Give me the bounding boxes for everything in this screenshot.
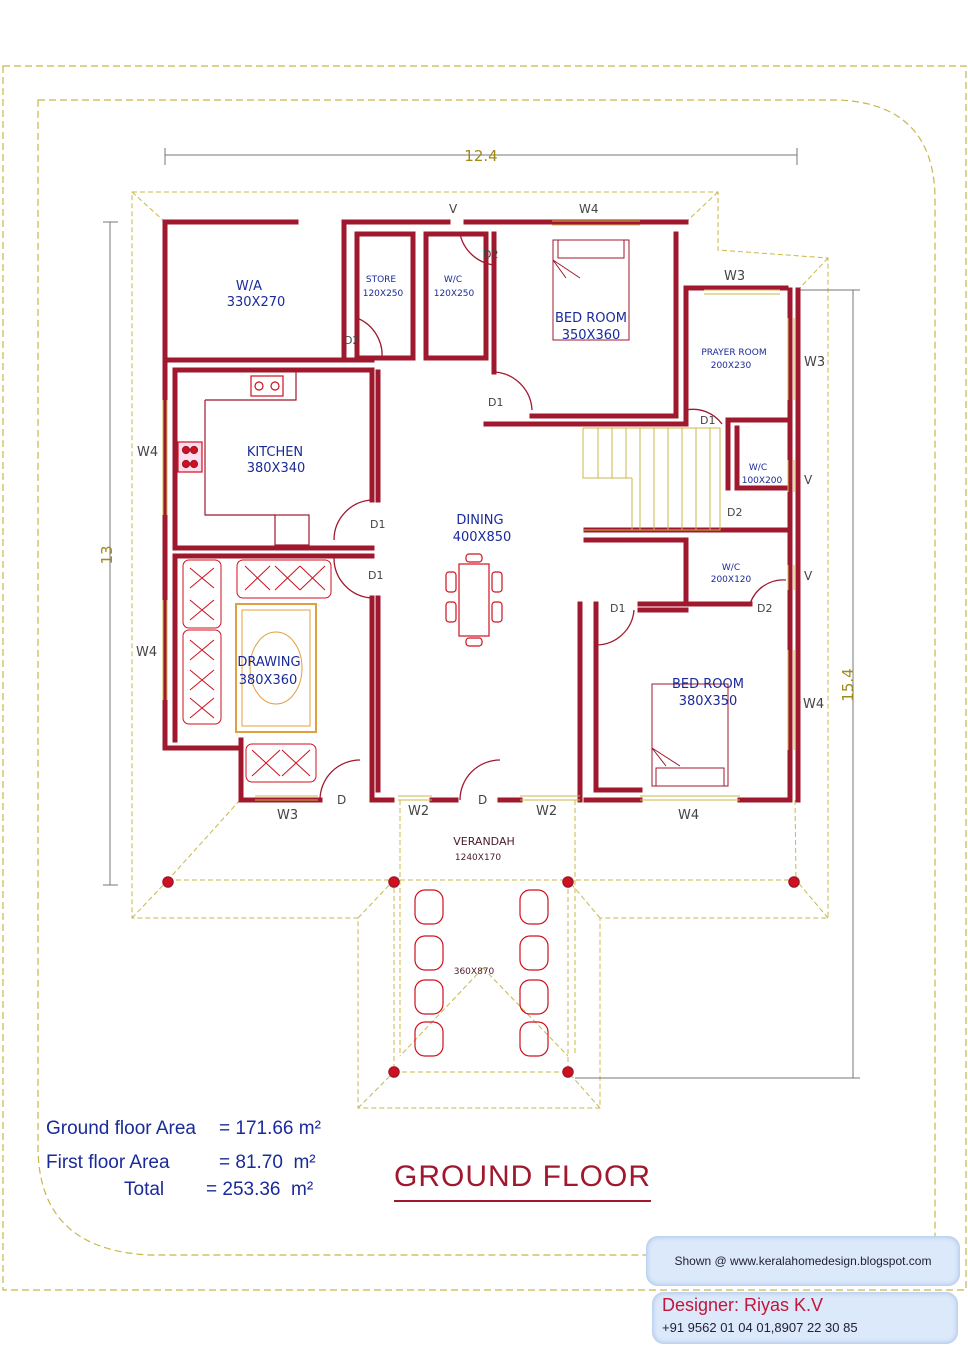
walls <box>162 219 801 803</box>
first-floor-area-value: = 81.70 m² <box>219 1152 316 1173</box>
room-name: W/A <box>236 279 262 294</box>
room-name: DINING <box>456 513 503 528</box>
ground-floor-area-value: = 171.66 m² <box>219 1118 321 1139</box>
opening-tag: D1 <box>700 414 715 427</box>
opening-tag: D2 <box>344 334 359 347</box>
total-area-value: = 253.36 m² <box>206 1179 314 1200</box>
opening-tag: D <box>478 793 487 807</box>
room-size: 100X200 <box>742 476 783 486</box>
room-size: 350X360 <box>562 328 621 343</box>
plan-title: GROUND FLOOR <box>394 1160 652 1202</box>
room-size: 380X350 <box>679 694 738 709</box>
room-name: W/C <box>722 563 740 573</box>
opening-tags: V W4 D2 D2 D1 D1 D1 D1 D1 D2 D2 W3 W3 V … <box>136 202 825 823</box>
room-size: 120X250 <box>434 289 475 299</box>
porch-seating <box>414 889 549 1057</box>
dimension-right: 15.4 <box>839 668 857 701</box>
room-name: VERANDAH <box>453 835 515 848</box>
room-size: 120X250 <box>363 289 404 299</box>
dimension-top: 12.4 <box>464 147 497 165</box>
room-name: STORE <box>366 275 397 285</box>
opening-tag: W2 <box>536 804 557 819</box>
room-size: 360X870 <box>454 967 495 977</box>
dimension-left: 13 <box>98 545 116 564</box>
opening-tag: W3 <box>804 355 825 370</box>
designer-credit: Designer: Riyas K.V +91 9562 01 04 01,89… <box>652 1292 958 1344</box>
room-name: W/C <box>444 275 462 285</box>
opening-tag: D1 <box>368 569 383 582</box>
roof-outline <box>131 191 829 1109</box>
opening-tag: W4 <box>678 808 699 823</box>
windows <box>162 220 795 801</box>
ground-floor-area-label: Ground floor Area <box>46 1118 196 1139</box>
room-name: BED ROOM <box>555 311 627 326</box>
opening-tag: W4 <box>137 445 158 460</box>
room-name: W/C <box>749 463 767 473</box>
staircase <box>582 427 721 531</box>
drawing-furniture <box>182 559 332 783</box>
room-name: PRAYER ROOM <box>701 348 766 358</box>
opening-tag: V <box>449 202 458 216</box>
total-area-label: Total <box>124 1179 165 1200</box>
opening-tag: D2 <box>483 248 498 261</box>
designer-name: Designer: Riyas K.V <box>662 1295 824 1315</box>
room-name: BED ROOM <box>672 677 744 692</box>
room-size: 330X270 <box>227 295 286 310</box>
kitchen-counter <box>177 370 310 546</box>
opening-tag: D1 <box>488 396 503 409</box>
opening-tag: W3 <box>277 808 298 823</box>
columns <box>162 876 800 1078</box>
opening-tag: V <box>804 473 813 487</box>
opening-tag: D2 <box>757 602 772 615</box>
room-labels: W/A 330X270 STORE 120X250 W/C 120X250 BE… <box>227 275 783 977</box>
opening-tag: D1 <box>610 602 625 615</box>
opening-tag: D2 <box>727 506 742 519</box>
opening-tag: W2 <box>408 804 429 819</box>
room-name: KITCHEN <box>247 445 303 460</box>
room-size: 1240X170 <box>455 853 502 863</box>
beds <box>552 239 729 787</box>
source-credit: Shown @ www.keralahomedesign.blogspot.co… <box>646 1236 960 1286</box>
dimension-lines <box>103 148 860 1079</box>
opening-tag: D <box>337 793 346 807</box>
room-size: 200X120 <box>711 575 752 585</box>
room-name: DRAWING <box>237 655 300 670</box>
room-size: 400X850 <box>453 530 512 545</box>
opening-tag: W4 <box>136 645 157 660</box>
opening-tag: W4 <box>579 202 599 216</box>
room-size: 200X230 <box>711 361 752 371</box>
room-size: 380X360 <box>239 673 298 688</box>
opening-tag: W4 <box>803 697 824 712</box>
opening-tag: V <box>804 569 813 583</box>
room-size: 380X340 <box>247 461 306 476</box>
opening-tag: W3 <box>724 269 745 284</box>
first-floor-area-label: First floor Area <box>46 1152 170 1173</box>
designer-phone: +91 9562 01 04 01,8907 22 30 85 <box>662 1320 858 1335</box>
dining-table <box>445 553 503 647</box>
opening-tag: D1 <box>370 518 385 531</box>
door-swings <box>319 233 787 801</box>
